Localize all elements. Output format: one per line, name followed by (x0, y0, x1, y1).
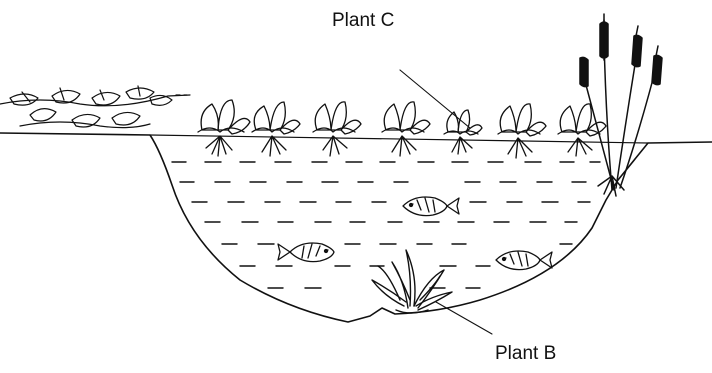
floating-plant (382, 102, 430, 156)
plant-b-label: Plant B (495, 343, 556, 365)
floating-plant (558, 104, 606, 156)
fish (496, 251, 552, 270)
fish (403, 197, 459, 216)
floating-plant (252, 102, 300, 156)
fishes (278, 197, 552, 270)
floating-plant (498, 104, 546, 158)
cattails (580, 14, 662, 196)
floating-plant (198, 100, 250, 156)
water-dashes (172, 162, 600, 288)
submerged-plant (372, 250, 452, 313)
plant-c-pointer (400, 70, 470, 128)
floating-plant (444, 110, 482, 154)
bank-plants (0, 86, 190, 128)
plant-b-pointer (436, 302, 492, 334)
floating-plants (198, 100, 606, 158)
floating-plant (313, 102, 361, 156)
fish (278, 243, 334, 262)
plant-c-label: Plant C (332, 10, 394, 32)
